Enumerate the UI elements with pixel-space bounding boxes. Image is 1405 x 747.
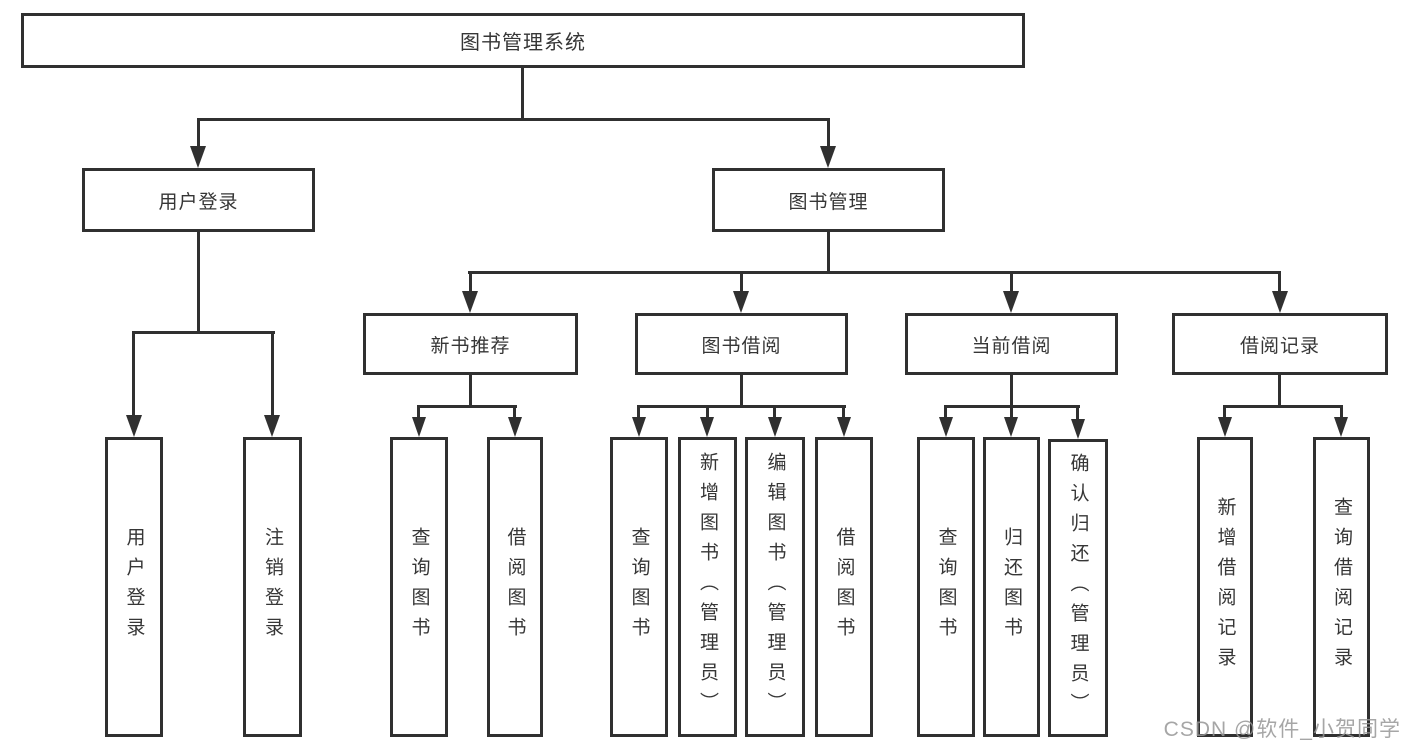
arrow-down-icon — [700, 417, 714, 437]
arrow-down-icon — [1218, 417, 1232, 437]
leaf-user-login: 用户登录 — [105, 437, 163, 737]
node-book-management: 图书管理 — [712, 168, 945, 232]
node-system-root: 图书管理系统 — [21, 13, 1025, 68]
connector — [521, 68, 524, 120]
leaf-borrow-books-1: 借阅图书 — [487, 437, 543, 737]
connector — [132, 331, 275, 334]
leaf-return-books: 归还图书 — [983, 437, 1040, 737]
leaf-add-books-admin: 新增图书（管理员） — [678, 437, 737, 737]
arrow-down-icon — [264, 415, 280, 437]
arrow-down-icon — [190, 146, 206, 168]
node-label: 当前借阅 — [971, 335, 1052, 357]
connector — [197, 118, 830, 121]
connector — [469, 375, 472, 408]
leaf-label: 借阅图书 — [833, 527, 855, 647]
connector — [842, 405, 845, 419]
arrow-down-icon — [632, 417, 646, 437]
node-new-book-recommend: 新书推荐 — [363, 313, 578, 375]
connector — [1278, 271, 1281, 293]
connector — [773, 405, 776, 419]
connector — [637, 405, 640, 419]
arrow-down-icon — [1003, 291, 1019, 313]
connector — [1223, 405, 1226, 419]
arrow-down-icon — [768, 417, 782, 437]
connector — [197, 118, 200, 148]
connector — [132, 331, 135, 415]
connector — [944, 405, 947, 419]
connector — [417, 405, 420, 419]
connector — [1010, 375, 1013, 408]
arrow-down-icon — [837, 417, 851, 437]
connector — [1340, 405, 1343, 419]
leaf-label: 确认归还（管理员） — [1067, 453, 1089, 723]
node-label: 用户登录 — [158, 191, 239, 213]
leaf-label: 归还图书 — [1001, 527, 1022, 647]
connector — [468, 271, 1281, 274]
leaf-confirm-return-admin: 确认归还（管理员） — [1048, 439, 1108, 737]
arrow-down-icon — [1004, 417, 1018, 437]
leaf-logout: 注销登录 — [243, 437, 302, 737]
leaf-add-borrow-record: 新增借阅记录 — [1197, 437, 1253, 737]
connector — [740, 271, 743, 293]
arrow-down-icon — [733, 291, 749, 313]
leaf-query-books-2: 查询图书 — [610, 437, 668, 737]
connector — [469, 271, 472, 293]
leaf-label: 查询图书 — [408, 527, 430, 647]
arrow-down-icon — [508, 417, 522, 437]
leaf-borrow-books-2: 借阅图书 — [815, 437, 873, 737]
leaf-query-books-1: 查询图书 — [390, 437, 448, 737]
node-book-borrow: 图书借阅 — [635, 313, 848, 375]
connector — [513, 405, 516, 419]
connector — [1010, 405, 1013, 419]
arrow-down-icon — [1071, 419, 1085, 439]
node-borrow-records: 借阅记录 — [1172, 313, 1388, 375]
connector — [1223, 405, 1343, 408]
leaf-label: 新增借阅记录 — [1214, 497, 1236, 677]
arrow-down-icon — [126, 415, 142, 437]
leaf-query-borrow-record: 查询借阅记录 — [1313, 437, 1370, 737]
leaf-label: 查询图书 — [935, 527, 957, 647]
node-user-login: 用户登录 — [82, 168, 315, 232]
leaf-query-books-3: 查询图书 — [917, 437, 975, 737]
leaf-label: 查询借阅记录 — [1331, 497, 1352, 677]
leaf-label: 借阅图书 — [504, 527, 526, 647]
connector — [197, 232, 200, 334]
connector — [827, 232, 830, 274]
connector — [1010, 271, 1013, 293]
connector — [827, 118, 830, 148]
arrow-down-icon — [939, 417, 953, 437]
connector — [637, 405, 846, 408]
connector — [706, 405, 709, 419]
leaf-label: 用户登录 — [123, 527, 145, 647]
node-current-borrow: 当前借阅 — [905, 313, 1118, 375]
node-label: 图书借阅 — [701, 335, 782, 357]
arrow-down-icon — [1334, 417, 1348, 437]
node-label: 图书管理 — [788, 191, 869, 213]
connector — [740, 375, 743, 408]
leaf-label: 查询图书 — [628, 527, 650, 647]
node-label: 新书推荐 — [430, 335, 511, 357]
connector — [1278, 375, 1281, 408]
arrow-down-icon — [1272, 291, 1288, 313]
leaf-label: 新增图书（管理员） — [697, 452, 718, 722]
csdn-watermark: CSDN @软件_小贺同学 — [1163, 718, 1401, 741]
connector — [417, 405, 517, 408]
leaf-label: 注销登录 — [262, 527, 283, 647]
leaf-edit-books-admin: 编辑图书（管理员） — [745, 437, 805, 737]
arrow-down-icon — [462, 291, 478, 313]
connector — [1076, 405, 1079, 419]
connector — [271, 331, 274, 415]
node-label: 图书管理系统 — [460, 32, 586, 54]
arrow-down-icon — [412, 417, 426, 437]
leaf-label: 编辑图书（管理员） — [764, 452, 786, 722]
node-label: 借阅记录 — [1239, 335, 1320, 357]
arrow-down-icon — [820, 146, 836, 168]
